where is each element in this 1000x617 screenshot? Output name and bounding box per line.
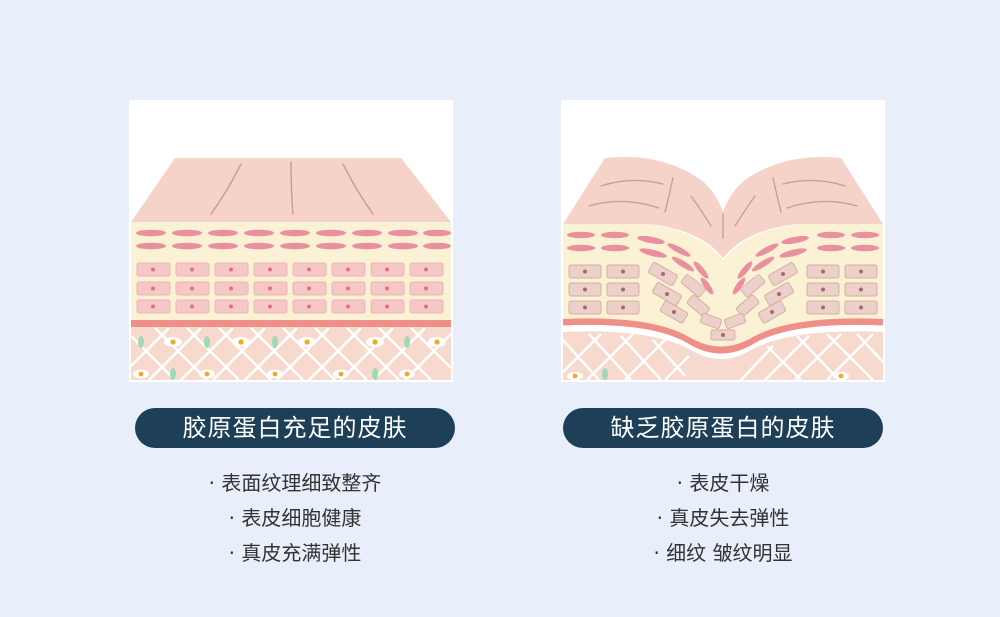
surface-lines [210, 161, 374, 215]
bullet-item: · 真皮充满弹性 [228, 541, 362, 565]
basement-membrane [131, 320, 451, 327]
bullet-item: · 表皮干燥 [676, 471, 770, 495]
epidermis-band [131, 222, 451, 258]
epidermis-band [563, 224, 883, 312]
skin-surface [563, 156, 883, 258]
deficient-skin-bullets: · 表皮干燥 · 真皮失去弹性 · 细纹 皱纹明显 [563, 466, 883, 571]
healthy-skin-title: 胶原蛋白充足的皮肤 [135, 408, 455, 448]
bullet-item: · 细纹 皱纹明显 [653, 541, 793, 565]
fibroblast-cells [133, 336, 446, 380]
aged-skin-illustration [561, 100, 885, 382]
fibroblast-cells [567, 368, 849, 380]
flattened-cells [567, 231, 879, 295]
bullet-item: · 表面纹理细致整齐 [208, 471, 382, 495]
basement-membrane [562, 317, 884, 354]
collagen-fiber-net [562, 333, 884, 381]
healthy-skin-illustration [129, 100, 453, 382]
cell-nuclei [583, 269, 863, 337]
flattened-cells [136, 229, 451, 250]
bullet-item: · 表皮细胞健康 [228, 506, 362, 530]
bullet-item: · 真皮失去弹性 [656, 506, 790, 530]
surface-lines [588, 177, 858, 239]
healthy-skin-bullets: · 表面纹理细致整齐 · 表皮细胞健康 · 真皮充满弹性 [135, 466, 455, 571]
collagen-fiber-net [130, 327, 452, 381]
deficient-skin-title: 缺乏胶原蛋白的皮肤 [563, 408, 883, 448]
cell-nuclei [151, 267, 428, 309]
